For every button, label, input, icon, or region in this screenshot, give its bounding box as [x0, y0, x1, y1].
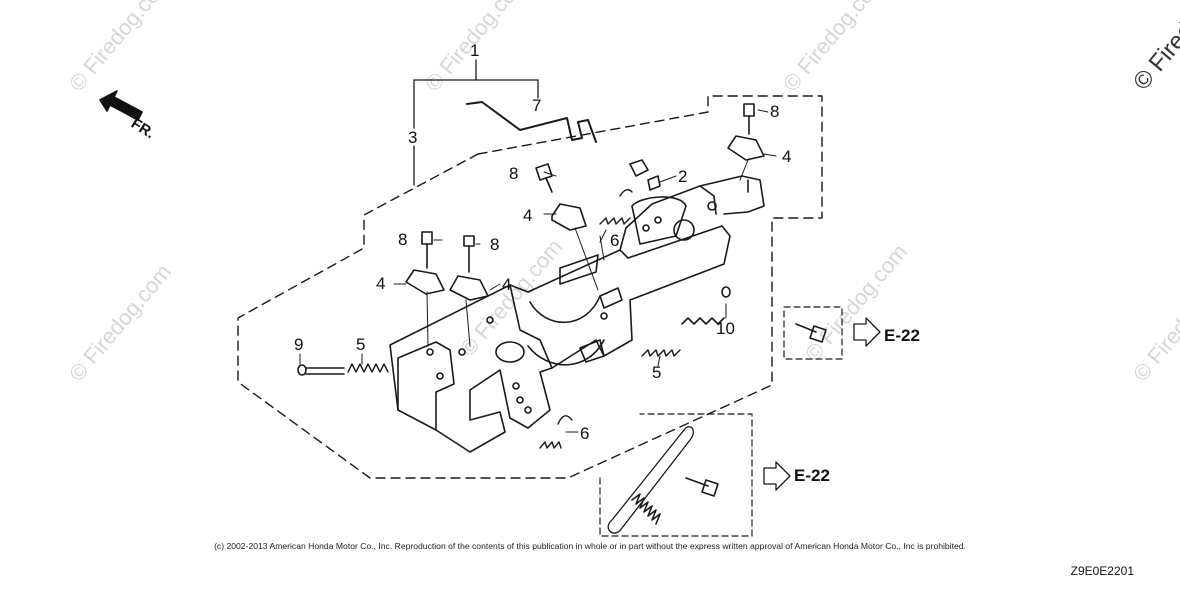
- copyright-notice: (c) 2002-2013 American Honda Motor Co., …: [214, 541, 966, 551]
- spring-reference-box: [599, 413, 791, 537]
- callout-7: 7: [532, 96, 542, 115]
- callout-4: 4: [782, 147, 792, 166]
- callout-leaders: [299, 109, 777, 433]
- callout-8: 8: [770, 102, 780, 121]
- callout-bracket: [413, 59, 539, 186]
- diagram-code: Z9E0E2201: [1070, 564, 1134, 578]
- callout-8: 8: [509, 164, 519, 183]
- reference-e22[interactable]: E-22: [884, 326, 920, 345]
- reference-e22[interactable]: E-22: [794, 466, 830, 485]
- assembly-boundary-dashed: [237, 95, 823, 479]
- bolt-reference-box: [783, 306, 881, 360]
- callout-4: 4: [376, 274, 386, 293]
- callout-6: 6: [580, 424, 590, 443]
- callout-8: 8: [490, 235, 500, 254]
- clip-drawings: [405, 135, 765, 301]
- bolt-drawings: [421, 103, 755, 273]
- callout-10: 10: [716, 319, 735, 338]
- callout-2: 2: [678, 167, 688, 186]
- governor-rod-drawing: [466, 101, 597, 143]
- callout-4: 4: [523, 206, 533, 225]
- callout-3: 3: [408, 128, 418, 147]
- callout-5: 5: [356, 335, 366, 354]
- callout-5: 5: [652, 363, 662, 382]
- callout-4: 4: [502, 275, 512, 294]
- nut-drawing: [629, 159, 661, 191]
- callout-6: 6: [610, 231, 620, 250]
- callout-9: 9: [294, 335, 304, 354]
- callout-1: 1: [470, 41, 480, 60]
- spring-drawings: [347, 189, 681, 449]
- front-direction-arrow-icon: [99, 90, 143, 121]
- control-base-drawing: [389, 175, 765, 453]
- callout-8: 8: [398, 230, 408, 249]
- screw-drawings: [297, 286, 731, 376]
